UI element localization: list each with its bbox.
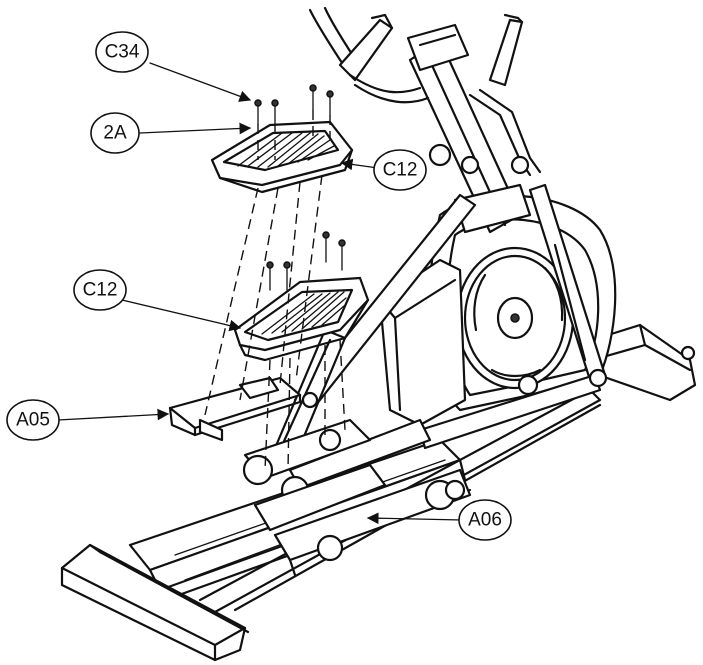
pedal-upper [210, 120, 354, 194]
callout-a06: A06 [458, 499, 512, 541]
callout-a05: A05 [6, 399, 60, 441]
pedal-bracket-a05 [168, 376, 302, 442]
callout-c12-left-label: C12 [83, 280, 118, 301]
right-arm [418, 183, 608, 450]
left-arm [268, 193, 477, 490]
console-mast [406, 23, 532, 234]
callout-c12-top-label: C12 [383, 160, 418, 181]
alignment-lines [204, 110, 346, 471]
callout-2a: 2A [90, 112, 140, 154]
handlebars [308, 6, 542, 177]
leader-lines [57, 62, 463, 525]
callout-2a-label: 2A [103, 123, 127, 144]
callout-a06-label: A06 [468, 510, 502, 531]
pedal-upper-grip [237, 132, 335, 168]
pedal-lower [233, 276, 370, 362]
pedal-lower-grip [261, 291, 347, 335]
front-stabilizer [60, 543, 250, 662]
callout-c34: C34 [95, 31, 149, 73]
callout-c12-left: C12 [73, 269, 127, 311]
screws-lower [266, 231, 346, 291]
callout-c34-label: C34 [105, 42, 140, 63]
callout-c12-top: C12 [373, 149, 427, 191]
callout-a05-label: A05 [16, 410, 50, 431]
screws-upper [254, 84, 334, 125]
